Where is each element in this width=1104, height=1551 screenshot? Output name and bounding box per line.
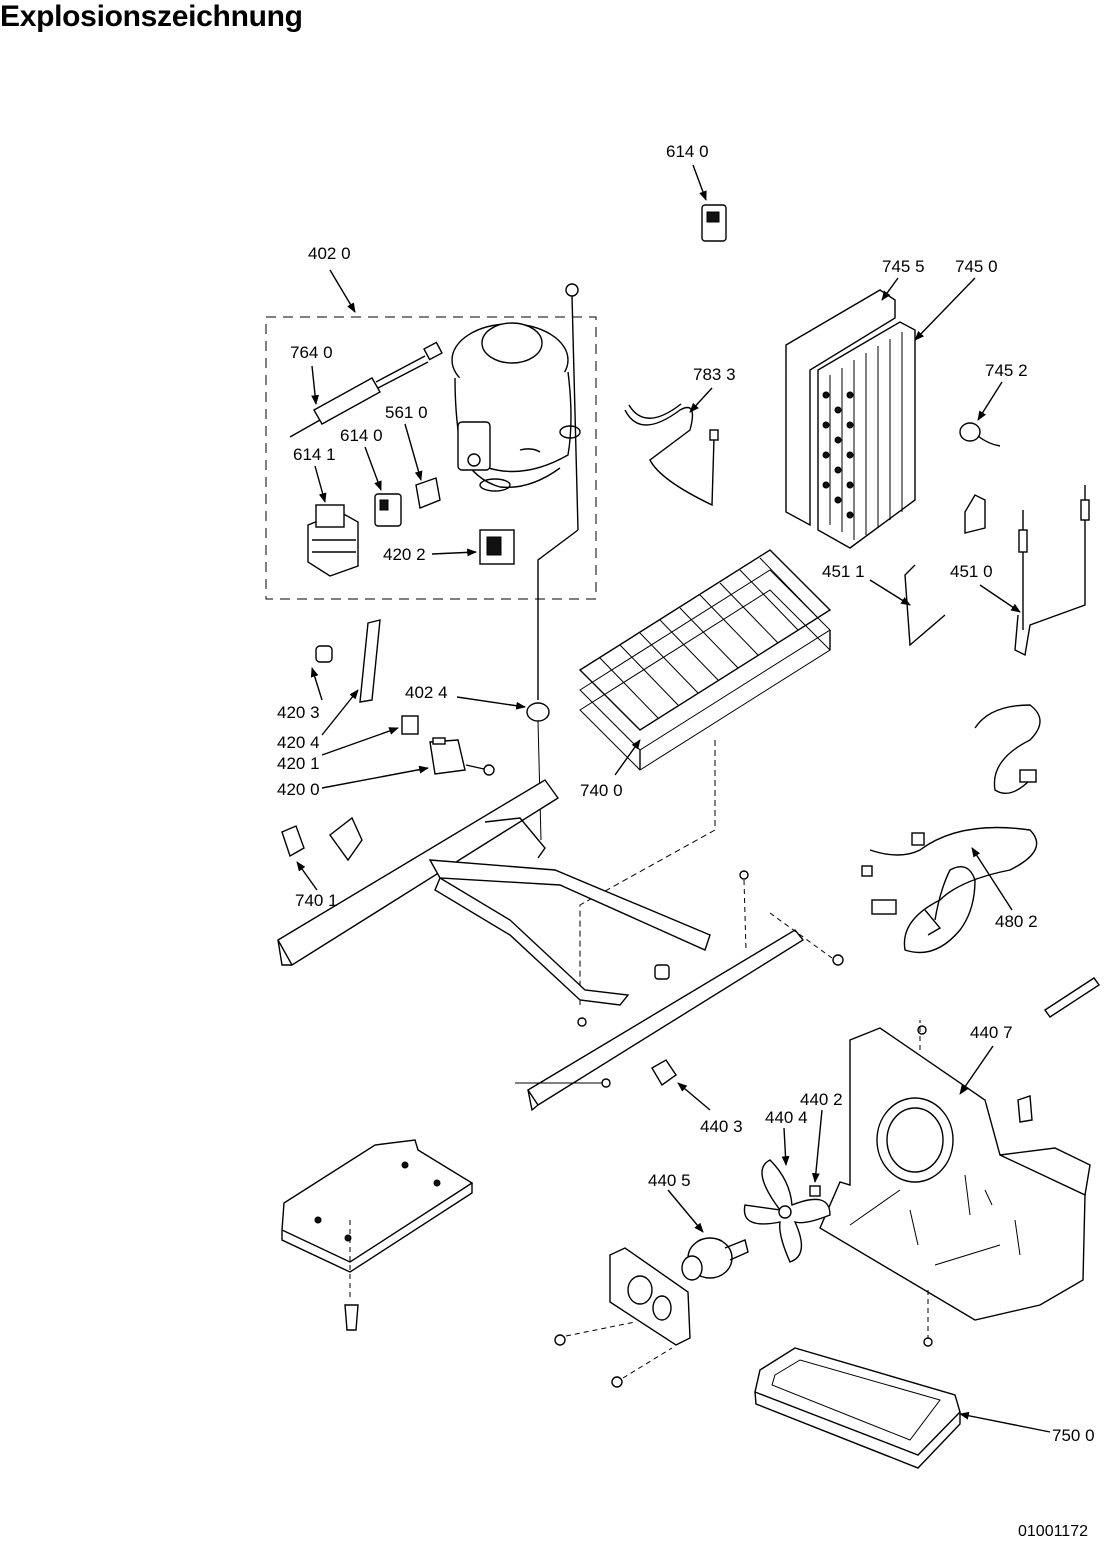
callout-420-2: 420 2 bbox=[383, 545, 426, 564]
fan-motor-part bbox=[681, 1237, 749, 1281]
callout-420-0: 420 0 bbox=[277, 780, 320, 799]
callout-764-0: 764 0 bbox=[290, 343, 333, 362]
callout-614-0: 614 0 bbox=[340, 426, 383, 445]
callout-745-5: 745 5 bbox=[882, 257, 925, 276]
fan-shroud-part bbox=[819, 1020, 1091, 1347]
clip-561-part bbox=[415, 477, 441, 509]
callout-614-1: 614 1 bbox=[293, 445, 336, 464]
callout-402-4: 402 4 bbox=[405, 683, 448, 702]
leader-lines bbox=[296, 164, 1051, 1433]
callout-745-0: 745 0 bbox=[955, 257, 998, 276]
callout-750-0: 750 0 bbox=[1052, 1426, 1095, 1445]
compressor-part bbox=[451, 322, 581, 492]
fan-blade-part bbox=[743, 1159, 831, 1263]
callout-451-0: 451 0 bbox=[950, 562, 993, 581]
coil-evaporator-part bbox=[578, 549, 832, 1005]
relay-part bbox=[307, 504, 359, 577]
callout-440-5: 440 5 bbox=[648, 1171, 691, 1190]
callout-440-7: 440 7 bbox=[970, 1023, 1013, 1042]
hose-420-4-part bbox=[359, 619, 381, 703]
cable-tie-part bbox=[1044, 977, 1100, 1018]
clip-740-1-part bbox=[281, 816, 363, 862]
capacitor-box-part bbox=[479, 529, 515, 565]
callout-420-3: 420 3 bbox=[277, 703, 320, 722]
evaporator-box-part bbox=[785, 289, 916, 549]
callout-440-4: 440 4 bbox=[765, 1108, 808, 1127]
rod-451-1-part bbox=[904, 564, 946, 647]
callout-745-2: 745 2 bbox=[985, 361, 1028, 380]
filter-dryer-part bbox=[289, 341, 443, 438]
page-title: Explosionszeichnung bbox=[0, 0, 303, 33]
document-number: 01001172 bbox=[1018, 1523, 1088, 1540]
pipe-451-0-part bbox=[1014, 485, 1090, 657]
part-420-1 bbox=[401, 715, 419, 735]
base-frame-part bbox=[277, 779, 844, 1112]
grommet-420-3-part bbox=[315, 645, 333, 663]
callout-420-4: 420 4 bbox=[277, 733, 320, 752]
nut-440-3-part bbox=[651, 1059, 677, 1087]
callout-440-2: 440 2 bbox=[800, 1090, 843, 1109]
callout-561-0: 561 0 bbox=[385, 403, 428, 422]
callout-740-1: 740 1 bbox=[295, 891, 338, 910]
suction-line-part bbox=[526, 283, 579, 841]
temperature-sensor-part bbox=[959, 422, 1001, 447]
callout-451-1: 451 1 bbox=[822, 562, 865, 581]
motor-bracket-part bbox=[554, 1247, 691, 1388]
part-420-0 bbox=[429, 737, 495, 776]
callout-labels: 614 0 402 0 764 0 561 0 614 0 614 1 420 … bbox=[277, 142, 1095, 1445]
callout-440-3: 440 3 bbox=[700, 1117, 743, 1136]
callout-480-2: 480 2 bbox=[995, 912, 1038, 931]
callout-614-0-top: 614 0 bbox=[666, 142, 709, 161]
bent-pipe-part bbox=[624, 403, 719, 507]
small-bracket-part bbox=[964, 494, 986, 534]
callout-402-0: 402 0 bbox=[308, 244, 351, 263]
wire-nut-part bbox=[1017, 1095, 1033, 1123]
callout-783-3: 783 3 bbox=[693, 365, 736, 384]
drip-tray-part bbox=[754, 1347, 961, 1469]
top-clip-part bbox=[701, 204, 727, 242]
cover-plate-part bbox=[281, 1139, 474, 1331]
callout-420-1: 420 1 bbox=[277, 754, 320, 773]
overload-clip-part bbox=[374, 493, 402, 527]
callout-740-0: 740 0 bbox=[580, 781, 623, 800]
wiring-harness-part bbox=[861, 704, 1041, 954]
